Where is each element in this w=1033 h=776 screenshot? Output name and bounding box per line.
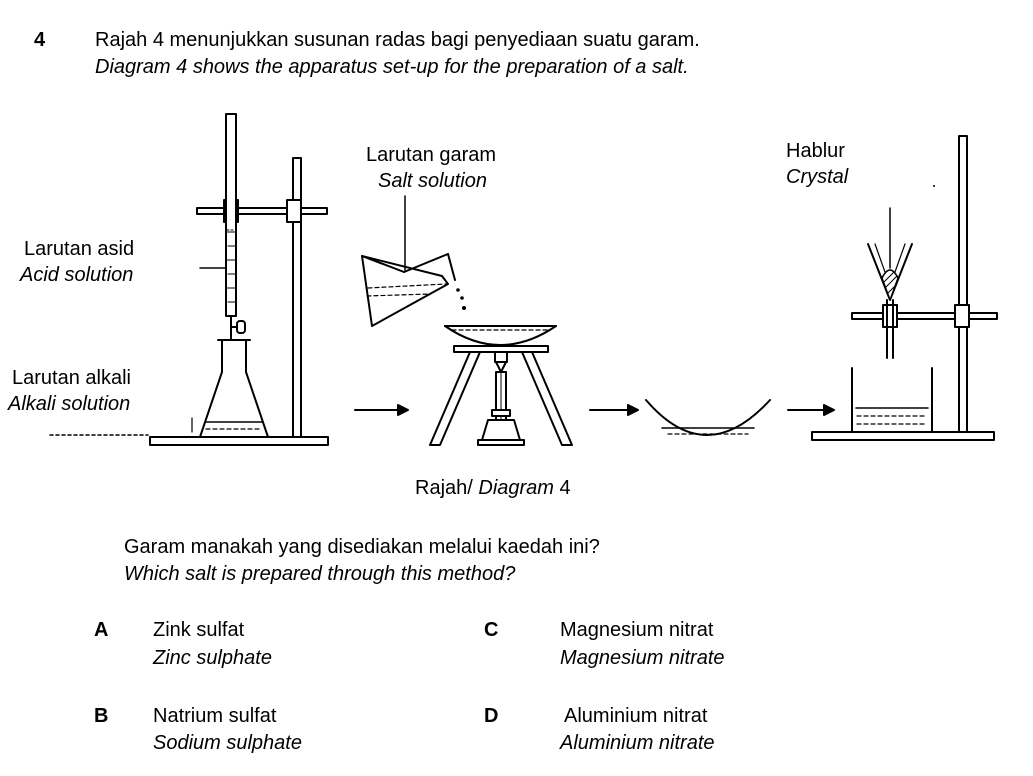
alkali-label-ms: Larutan alkali	[12, 367, 131, 389]
prompt-en: Which salt is prepared through this meth…	[124, 563, 516, 585]
titration-setup	[49, 113, 329, 446]
prompt-ms: Garam manakah yang disediakan melalui ka…	[124, 536, 600, 558]
caption-number: 4	[559, 477, 571, 499]
arrow-2	[589, 404, 639, 416]
option-a-en[interactable]: Zinc sulphate	[153, 647, 272, 669]
cooling-dish	[645, 399, 771, 436]
option-b-letter[interactable]: B	[94, 705, 109, 727]
option-d-en[interactable]: Aluminium nitrate	[560, 732, 715, 754]
question-text-en: Diagram 4 shows the apparatus set-up for…	[95, 56, 689, 78]
option-a-letter[interactable]: A	[94, 619, 109, 641]
option-b-ms[interactable]: Natrium sulfat	[153, 705, 277, 727]
option-c-letter[interactable]: C	[484, 619, 499, 641]
crystal-label-en: Crystal	[786, 166, 849, 188]
option-b-en[interactable]: Sodium sulphate	[153, 732, 302, 754]
arrow-3	[787, 404, 835, 416]
caption-en: Diagram	[478, 477, 554, 499]
salt-label-ms: Larutan garam	[366, 144, 497, 166]
filtration-setup	[811, 135, 998, 441]
acid-label-ms: Larutan asid	[24, 238, 135, 260]
option-c-en[interactable]: Magnesium nitrate	[560, 647, 725, 669]
option-c-ms[interactable]: Magnesium nitrat	[560, 619, 714, 641]
alkali-label-en: Alkali solution	[8, 393, 131, 415]
option-a-ms[interactable]: Zink sulfat	[153, 619, 245, 641]
option-d-ms[interactable]: Aluminium nitrat	[564, 705, 708, 727]
question-number: 4	[34, 29, 46, 51]
caption-ms: Rajah/	[415, 477, 473, 499]
option-d-letter[interactable]: D	[484, 705, 499, 727]
salt-label-en: Salt solution	[378, 170, 487, 192]
diagram-caption: Rajah/ Diagram 4	[415, 476, 571, 500]
acid-label-en: Acid solution	[20, 264, 134, 286]
arrow-1	[354, 404, 409, 416]
evaporation-setup	[361, 195, 573, 446]
question-text-ms: Rajah 4 menunjukkan susunan radas bagi p…	[95, 29, 700, 51]
crystal-label-ms: Hablur	[786, 140, 845, 162]
